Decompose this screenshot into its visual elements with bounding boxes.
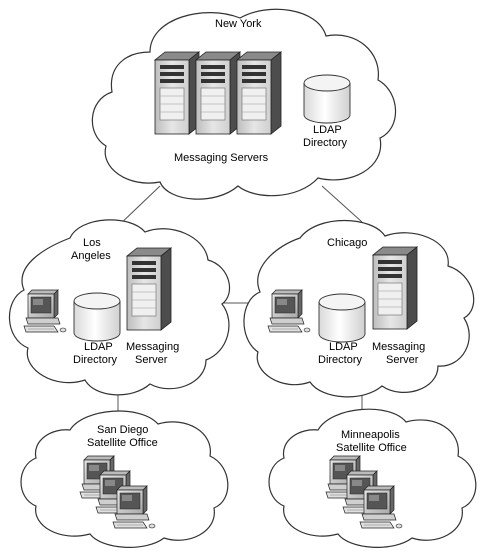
ldap-directory-icon — [318, 293, 366, 343]
san-diego-title-2: Satellite Office — [87, 437, 158, 449]
minneapolis-title-1: Minneapolis — [341, 429, 400, 441]
new-york-ldap-label-2: Directory — [303, 137, 348, 149]
messaging-server-icon-1 — [154, 51, 200, 135]
link-newyork-chicago — [321, 185, 363, 223]
chicago-ldap-label-2: Directory — [318, 354, 363, 366]
los-angeles-server-label-1: Messaging — [126, 341, 179, 353]
chicago-title: Chicago — [327, 237, 367, 249]
los-angeles-ldap-label-1: LDAP — [84, 341, 113, 353]
new-york-ldap-label-1: LDAP — [313, 124, 342, 136]
new-york-servers-label: Messaging Servers — [174, 152, 269, 164]
chicago-ldap-label-1: LDAP — [329, 341, 358, 353]
ldap-directory-icon — [303, 74, 351, 124]
chicago-server-label-1: Messaging — [372, 341, 425, 353]
chicago-server-label-2: Server — [386, 354, 419, 366]
chicago-site: Chicago LDAP Directory Messaging Server — [243, 220, 475, 398]
san-diego-site: San Diego Satellite Office — [20, 410, 229, 548]
los-angeles-title-2: Angeles — [71, 250, 111, 262]
san-diego-title-1: San Diego — [97, 424, 148, 436]
ldap-directory-icon — [73, 292, 121, 342]
los-angeles-title-1: Los — [83, 237, 101, 249]
los-angeles-server-label-2: Server — [135, 354, 168, 366]
new-york-title: New York — [215, 18, 262, 30]
los-angeles-ldap-label-2: Directory — [73, 354, 118, 366]
minneapolis-site: Minneapolis Satellite Office — [268, 408, 477, 548]
new-york-site: New York LDAP Directory Messaging Server… — [91, 8, 397, 200]
messaging-server-icon — [126, 247, 172, 331]
messaging-server-icon — [372, 246, 418, 330]
messaging-server-icon-2 — [195, 51, 241, 135]
minneapolis-title-2: Satellite Office — [336, 442, 407, 454]
los-angeles-site: Los Angeles LDAP Directory Messaging Ser… — [8, 219, 231, 396]
messaging-server-icon-3 — [236, 51, 282, 135]
